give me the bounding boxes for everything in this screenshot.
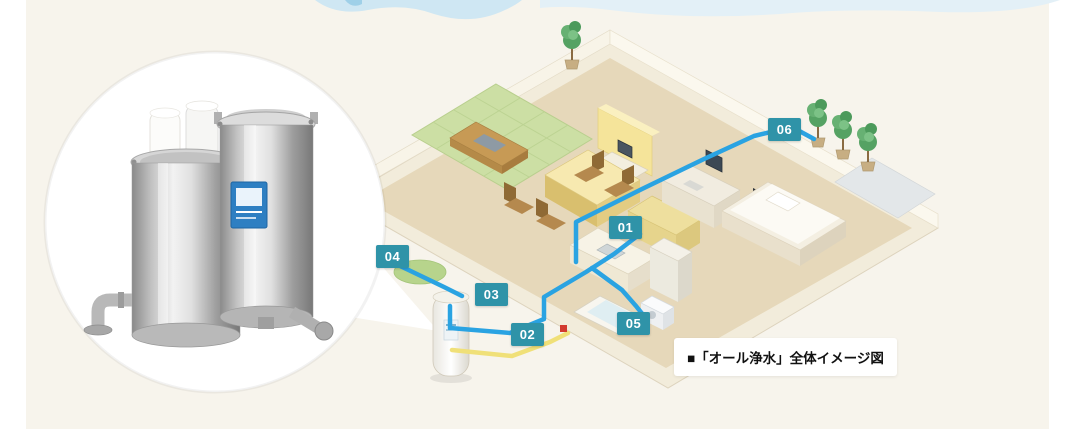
- location-badge-01: 01: [609, 216, 642, 239]
- kitchen-wall: [597, 104, 660, 177]
- outlet-pipe-left: [91, 293, 132, 326]
- pipe-main: [447, 231, 643, 336]
- balcony-floor: [834, 157, 936, 219]
- pipe-to-garden: [393, 261, 465, 299]
- outlet-pipe-right: [288, 306, 324, 335]
- kitchen-counter: [569, 227, 657, 292]
- low-table: [449, 121, 529, 174]
- water-purifier-tank-large: [214, 109, 334, 341]
- tatami-room: [411, 83, 593, 191]
- pillow: [765, 191, 801, 212]
- valve-marker: [560, 325, 567, 332]
- hot-water-pipe: [449, 330, 571, 359]
- location-badge-05: 05: [617, 312, 650, 335]
- location-badge-04: 04: [376, 245, 409, 268]
- water-heater: [430, 290, 472, 383]
- purifier-detail-bubble: [43, 50, 438, 394]
- potted-tree: [831, 110, 853, 160]
- location-badge-03: 03: [475, 283, 508, 306]
- location-badge-02: 02: [511, 323, 544, 346]
- pipe-to-bath: [589, 265, 647, 319]
- location-badge-06: 06: [768, 118, 801, 141]
- potted-tree: [806, 98, 828, 148]
- tank-label: [230, 181, 268, 229]
- bed: [721, 181, 847, 266]
- refrigerator: [649, 237, 693, 302]
- diagram-caption: ■「オール浄水」全体イメージ図: [674, 338, 897, 376]
- potted-tree: [856, 122, 878, 172]
- washing-machine: [640, 295, 675, 330]
- water-wave-decoration: [315, 0, 1060, 20]
